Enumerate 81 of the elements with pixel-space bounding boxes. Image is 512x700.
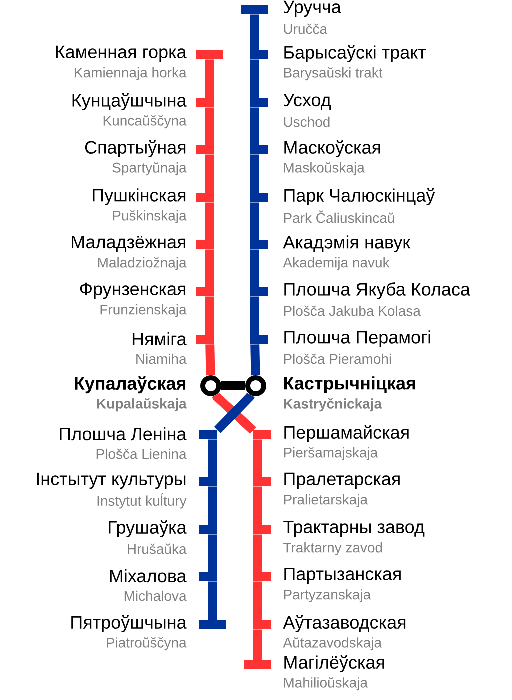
station-name: Грушаўка bbox=[109, 520, 187, 538]
metro-line bbox=[206, 202, 214, 240]
metro-line bbox=[208, 582, 218, 620]
station-name: Барысаўскі тракт bbox=[284, 45, 426, 63]
station-transliteration: Michalova bbox=[124, 590, 187, 602]
station-name: Кастрычніцкая bbox=[284, 376, 416, 394]
station-transliteration: Kuncaŭščyna bbox=[104, 115, 187, 129]
metro-line bbox=[206, 154, 214, 194]
station-transliteration: Partyzanskaja bbox=[284, 589, 372, 603]
station-transliteration: Kastryčnickaja bbox=[284, 398, 382, 412]
station-transliteration: Spartyŭnaja bbox=[112, 162, 187, 176]
metro-line bbox=[206, 344, 216, 376]
station-name: Пушкінская bbox=[93, 188, 186, 206]
station-name: Няміга bbox=[132, 332, 187, 346]
station-name: Плошча Якуба Коласа bbox=[284, 282, 470, 300]
metro-line bbox=[206, 296, 214, 336]
station-name: Спартыўная bbox=[85, 140, 186, 158]
station-transliteration: Pieršamajskaja bbox=[284, 447, 378, 461]
station-transliteration: Uručča bbox=[284, 24, 328, 34]
station-transliteration: Aŭtazavodskaja bbox=[283, 637, 382, 651]
station-transliteration: Uschod bbox=[284, 116, 330, 128]
metro-line bbox=[250, 344, 260, 376]
station-name: Магілёўская bbox=[284, 655, 384, 673]
metro-line bbox=[250, 202, 260, 240]
station-name: Кунцаўшчына bbox=[72, 93, 187, 111]
station-name: Плошча Леніна bbox=[60, 427, 187, 441]
station-name: Парк Чалюскінцаў bbox=[284, 188, 436, 206]
station-transliteration: Kupalaŭskaja bbox=[97, 398, 187, 412]
station-transliteration: Hrušaŭka bbox=[128, 544, 187, 554]
station-name: Купалаўская bbox=[75, 376, 186, 394]
metro-line bbox=[254, 486, 262, 526]
metro-line bbox=[254, 440, 262, 478]
station-transliteration: Kamiennaja horka bbox=[75, 67, 187, 81]
station-transliteration: Traktarny zavod bbox=[284, 542, 382, 556]
station-name: Першамайская bbox=[284, 425, 409, 443]
metro-line bbox=[250, 108, 260, 146]
station-transliteration: Niamiha bbox=[136, 354, 187, 364]
metro-line bbox=[208, 440, 218, 478]
station-name: Плошча Перамогі bbox=[284, 330, 430, 348]
metro-line bbox=[254, 630, 262, 660]
station-transliteration: Plošča Jakuba Kolasa bbox=[284, 306, 421, 316]
station-name: Міхалова bbox=[110, 569, 187, 583]
station-transliteration: Pralietarskaja bbox=[284, 494, 368, 508]
station-name: Фрунзенская bbox=[80, 282, 186, 300]
metro-line bbox=[206, 108, 214, 146]
station-transliteration: Frunzienskaja bbox=[100, 304, 187, 318]
metro-line bbox=[206, 250, 214, 288]
metro-line bbox=[250, 60, 260, 98]
station-transliteration: Maladziožnaja bbox=[98, 257, 187, 271]
station-transliteration: Mahilioŭskaja bbox=[284, 677, 368, 691]
metro-line bbox=[208, 486, 218, 526]
station-transliteration: Barysaŭski trakt bbox=[284, 67, 383, 81]
metro-line bbox=[254, 534, 262, 572]
station-name: Каменная горка bbox=[56, 46, 187, 62]
station-name: Маскоўская bbox=[284, 140, 380, 158]
station-name: Інстытут культуры bbox=[37, 472, 186, 490]
station-name: Уручча bbox=[284, 0, 342, 18]
metro-line bbox=[250, 154, 260, 194]
station-transliteration: Plošča Pieramohi bbox=[284, 354, 392, 364]
station-transliteration: Maskoŭskaja bbox=[284, 162, 365, 176]
metro-line bbox=[250, 296, 260, 336]
metro-line bbox=[206, 60, 214, 98]
station-transliteration: Instytut kuĺtury bbox=[98, 493, 187, 509]
metro-line bbox=[250, 250, 260, 288]
metro-line bbox=[208, 534, 218, 572]
station-name: Маладзёжная bbox=[72, 236, 186, 252]
station-name: Пятроўшчына bbox=[72, 615, 187, 633]
metro-line bbox=[250, 14, 260, 50]
station-transliteration: Plošča Lienina bbox=[96, 448, 187, 460]
station-name: Аўтазаводская bbox=[283, 615, 406, 633]
station-name: Трактарны завод bbox=[284, 520, 425, 538]
station-name: Пралетарская bbox=[284, 472, 400, 490]
metro-line bbox=[222, 382, 246, 390]
station-name: Акадэмія навук bbox=[283, 236, 411, 252]
station-name: Усход bbox=[284, 94, 332, 110]
station-transliteration: Park Čaliuskincaŭ bbox=[284, 210, 394, 224]
station-transliteration: Puškinskaja bbox=[113, 210, 187, 224]
station-name: Партызанская bbox=[284, 568, 401, 584]
station-transliteration: Akademija navuk bbox=[283, 257, 390, 271]
station-transliteration: Piatroŭščyna bbox=[107, 637, 187, 651]
metro-line bbox=[254, 582, 262, 620]
